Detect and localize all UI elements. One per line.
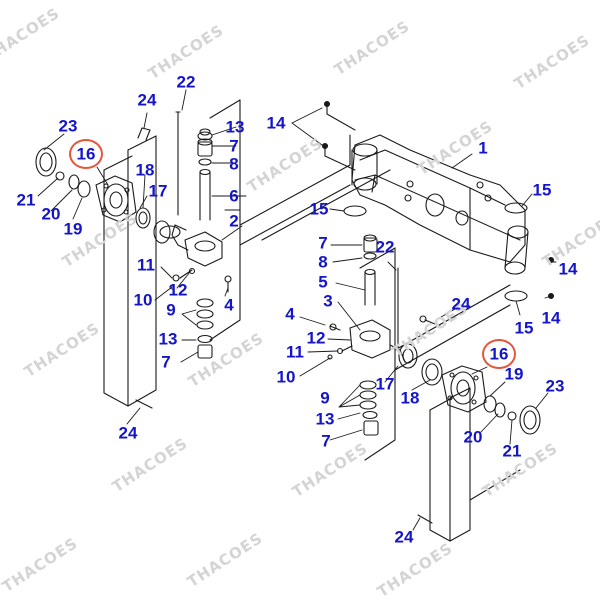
callout-part-6[interactable]: 6 — [229, 186, 239, 206]
axle-beam — [351, 134, 529, 275]
highlight-ring-right — [482, 339, 516, 369]
right-mast-post — [429, 387, 521, 542]
grease-fittings — [321, 100, 555, 300]
callout-part-12[interactable]: 12 — [306, 328, 326, 348]
callout-part-15[interactable]: 15 — [514, 318, 534, 338]
callout-part-17[interactable]: 17 — [148, 181, 168, 201]
callout-part-14[interactable]: 14 — [266, 113, 286, 133]
callout-part-13[interactable]: 13 — [158, 329, 178, 349]
callout-part-23[interactable]: 23 — [58, 116, 78, 136]
callout-part-11[interactable]: 11 — [286, 342, 304, 362]
callout-part-3[interactable]: 3 — [323, 291, 333, 311]
callout-part-8[interactable]: 8 — [318, 252, 328, 272]
callout-part-9[interactable]: 9 — [320, 388, 330, 408]
callout-part-22[interactable]: 22 — [375, 237, 395, 257]
callout-part-11[interactable]: 11 — [137, 255, 155, 275]
callout-part-16[interactable]: 16 — [76, 144, 96, 164]
callout-part-20[interactable]: 20 — [463, 427, 483, 447]
callout-part-7[interactable]: 7 — [161, 352, 171, 372]
callout-part-5[interactable]: 5 — [318, 272, 328, 292]
callout-part-20[interactable]: 20 — [41, 204, 61, 224]
callout-part-23[interactable]: 23 — [545, 376, 565, 396]
callout-part-4[interactable]: 4 — [224, 295, 234, 315]
callout-part-2[interactable]: 2 — [229, 211, 239, 231]
left-hub-assembly — [35, 127, 153, 409]
callout-part-19[interactable]: 19 — [504, 364, 524, 384]
right-kingpin-stack — [327, 234, 418, 436]
callout-part-24[interactable]: 24 — [451, 294, 471, 314]
callout-part-12[interactable]: 12 — [168, 280, 188, 300]
callout-part-18[interactable]: 18 — [135, 160, 155, 180]
callout-part-15[interactable]: 15 — [532, 180, 552, 200]
callout-part-19[interactable]: 19 — [63, 219, 83, 239]
callout-part-9[interactable]: 9 — [166, 300, 176, 320]
callout-part-13[interactable]: 13 — [315, 409, 335, 429]
callout-part-10[interactable]: 10 — [133, 290, 153, 310]
callout-leader-lines — [37, 89, 557, 531]
callout-part-21[interactable]: 21 — [16, 190, 36, 210]
right-hub-assembly — [417, 315, 541, 524]
highlight-ring-left — [69, 139, 103, 169]
callout-part-13[interactable]: 13 — [225, 117, 245, 137]
callout-part-24[interactable]: 24 — [394, 527, 414, 547]
callout-part-7[interactable]: 7 — [229, 136, 239, 156]
callout-part-21[interactable]: 21 — [502, 441, 522, 461]
callout-part-15[interactable]: 15 — [309, 199, 329, 219]
callout-part-17[interactable]: 17 — [375, 374, 395, 394]
callout-part-7[interactable]: 7 — [321, 431, 331, 451]
callout-part-1[interactable]: 1 — [478, 138, 488, 158]
left-mast-post — [103, 135, 157, 407]
callout-part-18[interactable]: 18 — [400, 388, 420, 408]
callout-part-8[interactable]: 8 — [229, 154, 239, 174]
callout-part-24[interactable]: 24 — [118, 423, 138, 443]
callout-part-14[interactable]: 14 — [558, 259, 578, 279]
callout-part-4[interactable]: 4 — [285, 304, 295, 324]
callout-part-7[interactable]: 7 — [318, 233, 328, 253]
callout-part-24[interactable]: 24 — [137, 90, 157, 110]
callout-part-16[interactable]: 16 — [489, 344, 509, 364]
callout-part-10[interactable]: 10 — [276, 367, 296, 387]
left-kingpin-stack — [153, 111, 232, 359]
callout-part-14[interactable]: 14 — [541, 308, 561, 328]
reference-frame-lines — [209, 99, 511, 461]
callout-part-22[interactable]: 22 — [176, 72, 196, 92]
